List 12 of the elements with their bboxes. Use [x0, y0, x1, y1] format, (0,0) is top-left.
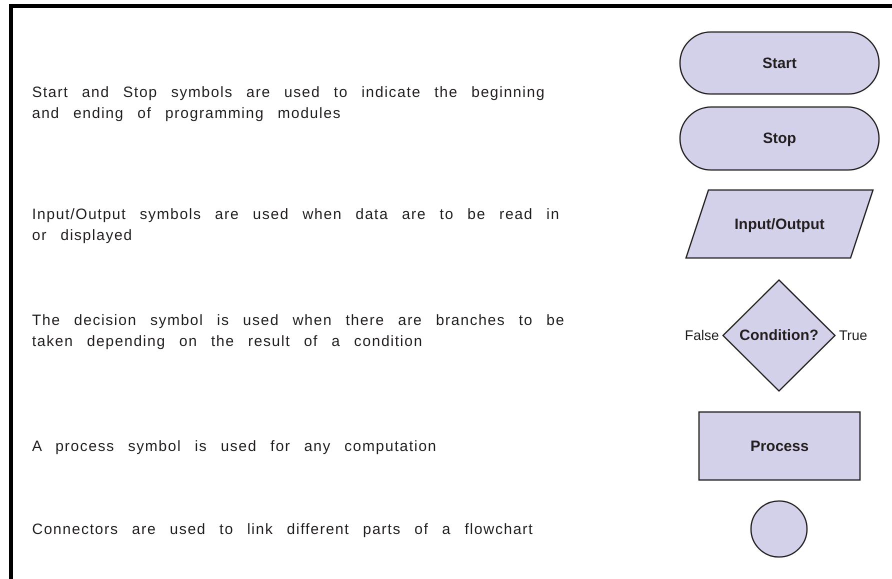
symbol-label: Process: [750, 438, 809, 454]
symbol-label: Start: [762, 54, 797, 72]
description-text: Connectors are used to link different parts of a flowchart: [32, 520, 535, 540]
description-text: Input/Output symbols are used when data are to be read in or displayed: [32, 205, 562, 246]
description-text: Start and Stop symbols are used to indicate the beginning and ending of programming modules: [32, 83, 546, 124]
description-text: The decision symbol is used when there are branches to be taken depending on the result of a condition: [32, 311, 566, 352]
branch-label: False: [684, 326, 719, 342]
description-text: A process symbol is used for any computation: [32, 437, 438, 457]
symbol-label: Input/Output: [734, 216, 824, 232]
symbol-label: Stop: [762, 130, 796, 147]
branch-label: True: [839, 326, 868, 342]
symbol-label: Condition?: [739, 327, 819, 344]
